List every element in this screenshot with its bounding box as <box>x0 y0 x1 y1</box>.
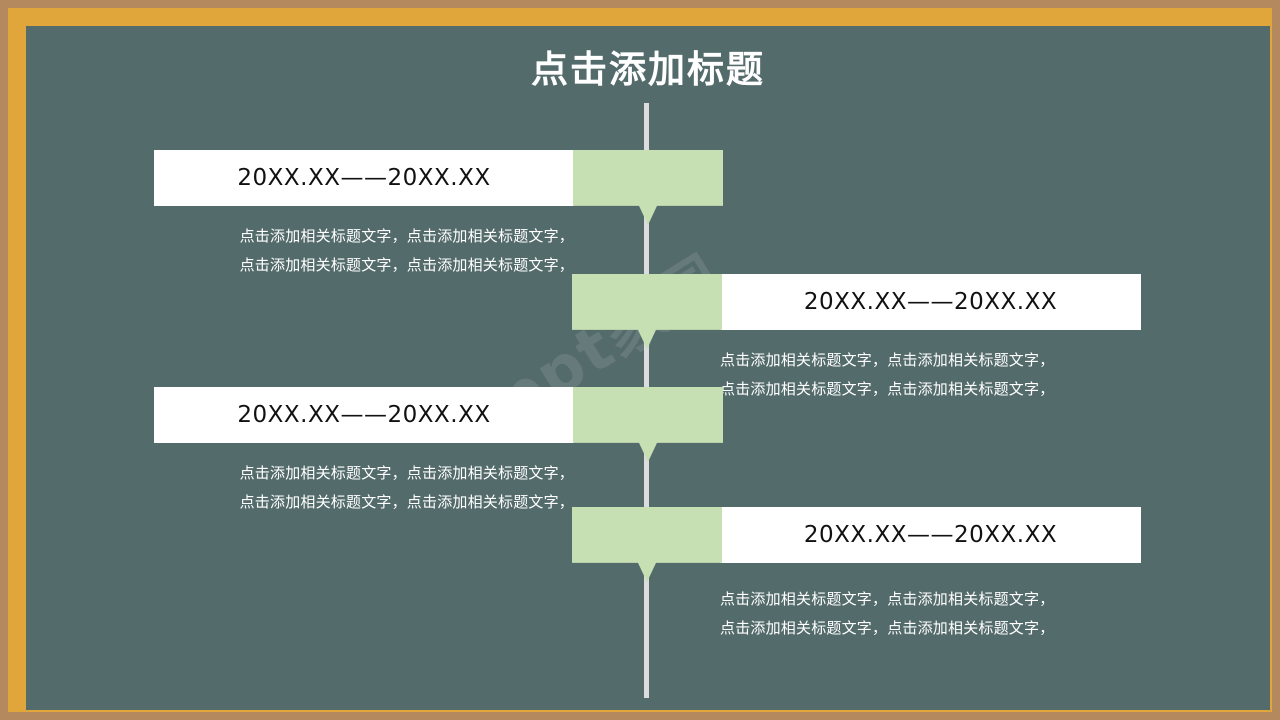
body-line: 点击添加相关标题文字，点击添加相关标题文字， <box>720 619 1055 637</box>
body-line: 点击添加相关标题文字，点击添加相关标题文字， <box>239 256 574 274</box>
date-chip-4[interactable]: 20XX.XX——20XX.XX <box>720 507 1141 563</box>
date-chip-label-4: 20XX.XX——20XX.XX <box>803 522 1058 548</box>
body-line: 点击添加相关标题文字，点击添加相关标题文字， <box>720 351 1055 369</box>
date-chip-label-1: 20XX.XX——20XX.XX <box>237 165 491 191</box>
body-text-2: 点击添加相关标题文字，点击添加相关标题文字， 点击添加相关标题文字，点击添加相关… <box>720 346 1160 404</box>
body-text-4: 点击添加相关标题文字，点击添加相关标题文字， 点击添加相关标题文字，点击添加相关… <box>720 585 1160 643</box>
date-chip-1[interactable]: 20XX.XX——20XX.XX <box>154 150 574 206</box>
date-chip-label-2: 20XX.XX——20XX.XX <box>803 289 1058 315</box>
timeline-marker-1 <box>573 150 723 225</box>
slide-canvas: ppt家园 点击添加标题 20XX.XX——20XX.XX 点击添加相关标题文字… <box>26 26 1270 710</box>
date-chip-label-3: 20XX.XX——20XX.XX <box>237 402 491 428</box>
slide-inner-frame: ppt家园 点击添加标题 20XX.XX——20XX.XX 点击添加相关标题文字… <box>8 8 1272 712</box>
body-text-1: 点击添加相关标题文字，点击添加相关标题文字， 点击添加相关标题文字，点击添加相关… <box>134 222 574 280</box>
date-chip-3[interactable]: 20XX.XX——20XX.XX <box>154 387 574 443</box>
body-line: 点击添加相关标题文字，点击添加相关标题文字， <box>239 464 574 482</box>
body-text-3: 点击添加相关标题文字，点击添加相关标题文字， 点击添加相关标题文字，点击添加相关… <box>134 459 574 517</box>
body-line: 点击添加相关标题文字，点击添加相关标题文字， <box>239 227 574 245</box>
body-line: 点击添加相关标题文字，点击添加相关标题文字， <box>720 380 1055 398</box>
page-title: 点击添加标题 <box>531 48 765 91</box>
timeline-marker-2 <box>572 274 722 349</box>
timeline-marker-3 <box>573 387 723 462</box>
timeline-marker-4 <box>572 507 722 582</box>
body-line: 点击添加相关标题文字，点击添加相关标题文字， <box>720 590 1055 608</box>
date-chip-2[interactable]: 20XX.XX——20XX.XX <box>720 274 1141 330</box>
body-line: 点击添加相关标题文字，点击添加相关标题文字， <box>239 493 574 511</box>
